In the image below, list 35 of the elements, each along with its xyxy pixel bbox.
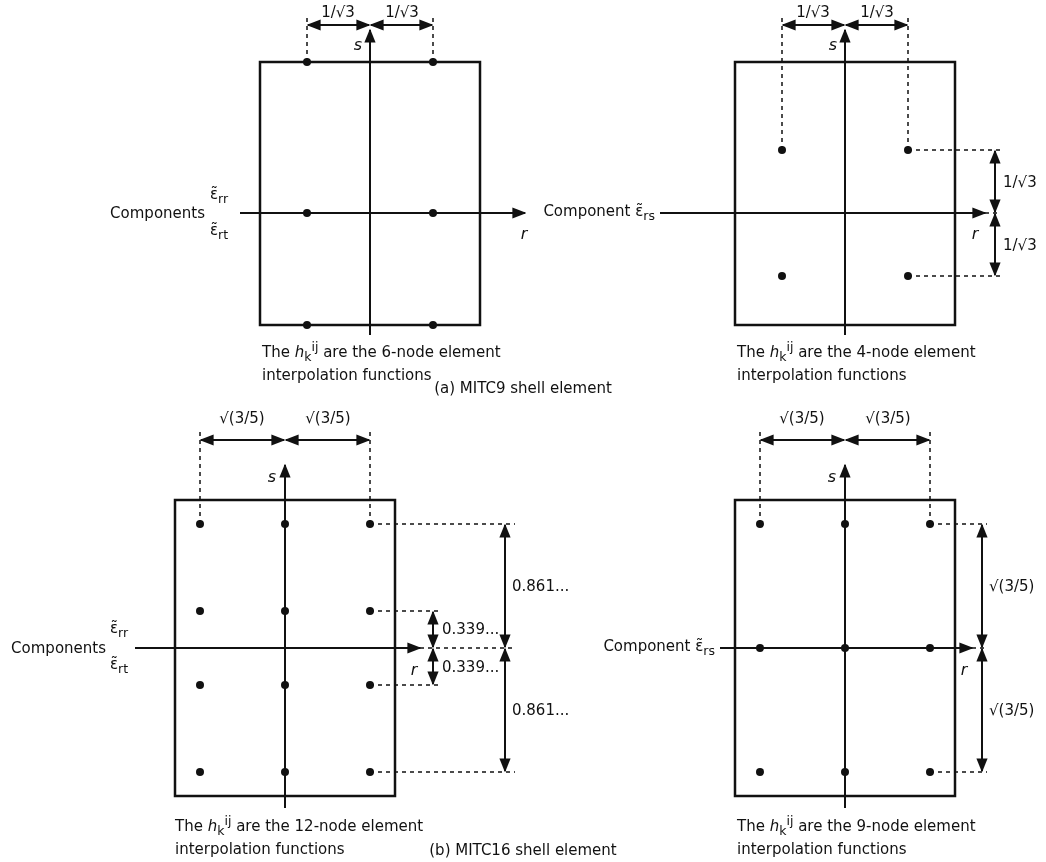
axis-label: s [828,36,838,54]
dimension-label: 0.339... [442,620,500,638]
axis-label: s [353,36,363,54]
dimension-label: 0.339... [442,658,500,676]
axis-label: s [267,468,277,486]
axis-label: r [410,661,418,679]
dimension-label: 0.861... [512,577,570,595]
dimension-label: 0.861... [512,701,570,719]
strain-symbol: ε̃$_{rt}$ [110,654,129,678]
dimension-label: √(3/5) [989,701,1035,719]
dimension-label: √(3/5) [305,409,351,427]
strain-symbol: ε̃$_{rr}$ [110,618,129,642]
dimension-label: 1/√3 [385,3,419,21]
strain-symbol: ε̃$_{rr}$ [210,184,229,208]
component-label: Component ε̃$_{rs}$ [603,636,715,660]
description-text: The h$_{k}$$^{ij}$ are the 9-node element interpolation functions [737,812,977,858]
figure-caption: (b) MITC16 shell element [429,841,617,859]
dimension-label: 1/√3 [860,3,894,21]
axis-label: s [827,468,837,486]
dimension-label: 1/√3 [321,3,355,21]
strain-symbol: ε̃$_{rt}$ [210,220,229,244]
dimension-label: √(3/5) [779,409,825,427]
component-label: Components [110,204,205,222]
axis-label: r [971,225,979,243]
dimension-label: √(3/5) [865,409,911,427]
dimension-label: √(3/5) [989,577,1035,595]
description-text: The h$_{k}$$^{ij}$ are the 4-node element interpolation functions [737,338,977,384]
component-label: Component ε̃$_{rs}$ [543,201,655,225]
axis-label: r [520,225,528,243]
dimension-label: 1/√3 [1003,173,1037,191]
axis-label: r [960,661,968,679]
component-label: Components [11,639,106,657]
dimension-label: 1/√3 [796,3,830,21]
dimension-label: √(3/5) [219,409,265,427]
dimension-label: 1/√3 [1003,236,1037,254]
